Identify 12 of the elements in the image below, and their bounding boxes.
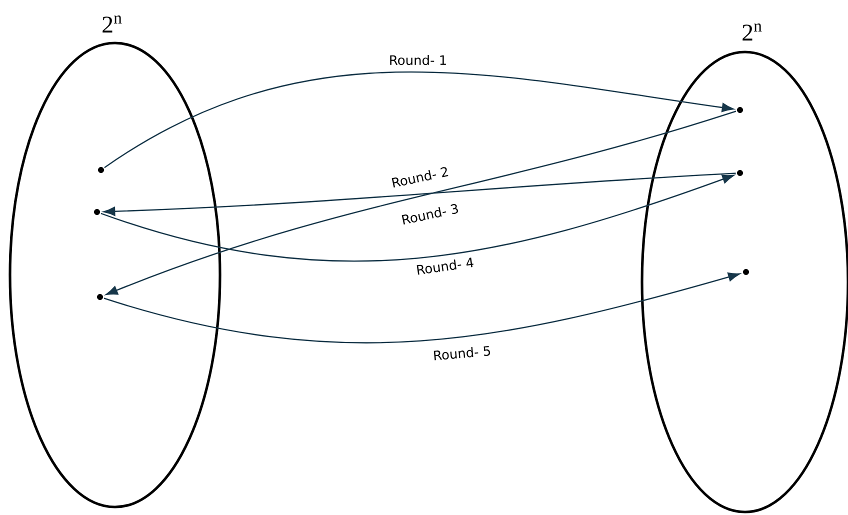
arrow: [104, 71, 734, 168]
edge-label: Round- 2: [389, 164, 451, 190]
edge-label: Round- 3: [399, 202, 461, 226]
edge-label: Round- 1: [388, 54, 448, 66]
node-label: 2$^{n}$: [102, 16, 122, 32]
arrow: [106, 110, 736, 296]
arrow: [104, 272, 740, 344]
edge-label: Round- 5: [431, 344, 493, 362]
node-label: 2$^{n}$: [742, 24, 762, 40]
arrow: [100, 174, 734, 262]
arrow: [103, 172, 736, 216]
edge-label: Round- 4: [414, 256, 476, 276]
